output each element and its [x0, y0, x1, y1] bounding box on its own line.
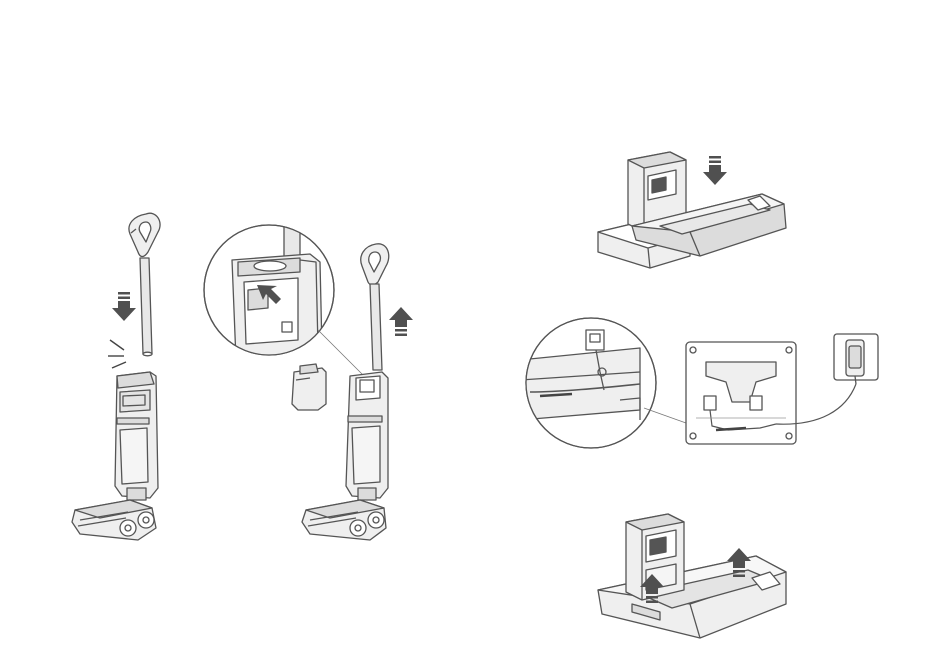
handle-tube — [140, 258, 152, 354]
floor-head — [72, 500, 156, 540]
lift-handle-step — [204, 215, 413, 540]
zoom-detail-cable — [520, 318, 656, 448]
vacuum-body — [115, 372, 158, 500]
up-arrow-icon — [389, 307, 413, 336]
dust-cup — [292, 364, 326, 410]
floor-head — [302, 500, 386, 540]
insert-handle-step — [72, 213, 160, 540]
handle-grip — [129, 213, 160, 256]
dock-release-step — [598, 514, 786, 638]
dock-underside — [686, 342, 796, 444]
power-plug-icon — [834, 334, 878, 384]
click-sound-icon — [108, 340, 126, 368]
dock-assembly-step — [598, 152, 786, 268]
handle-tube — [370, 284, 382, 370]
down-arrow-icon — [703, 156, 727, 185]
zoom-detail-latch — [204, 215, 334, 360]
cable-routing-step — [520, 318, 878, 448]
down-arrow-icon — [112, 292, 136, 321]
vacuum-body — [346, 372, 388, 500]
handle-grip — [361, 244, 389, 285]
